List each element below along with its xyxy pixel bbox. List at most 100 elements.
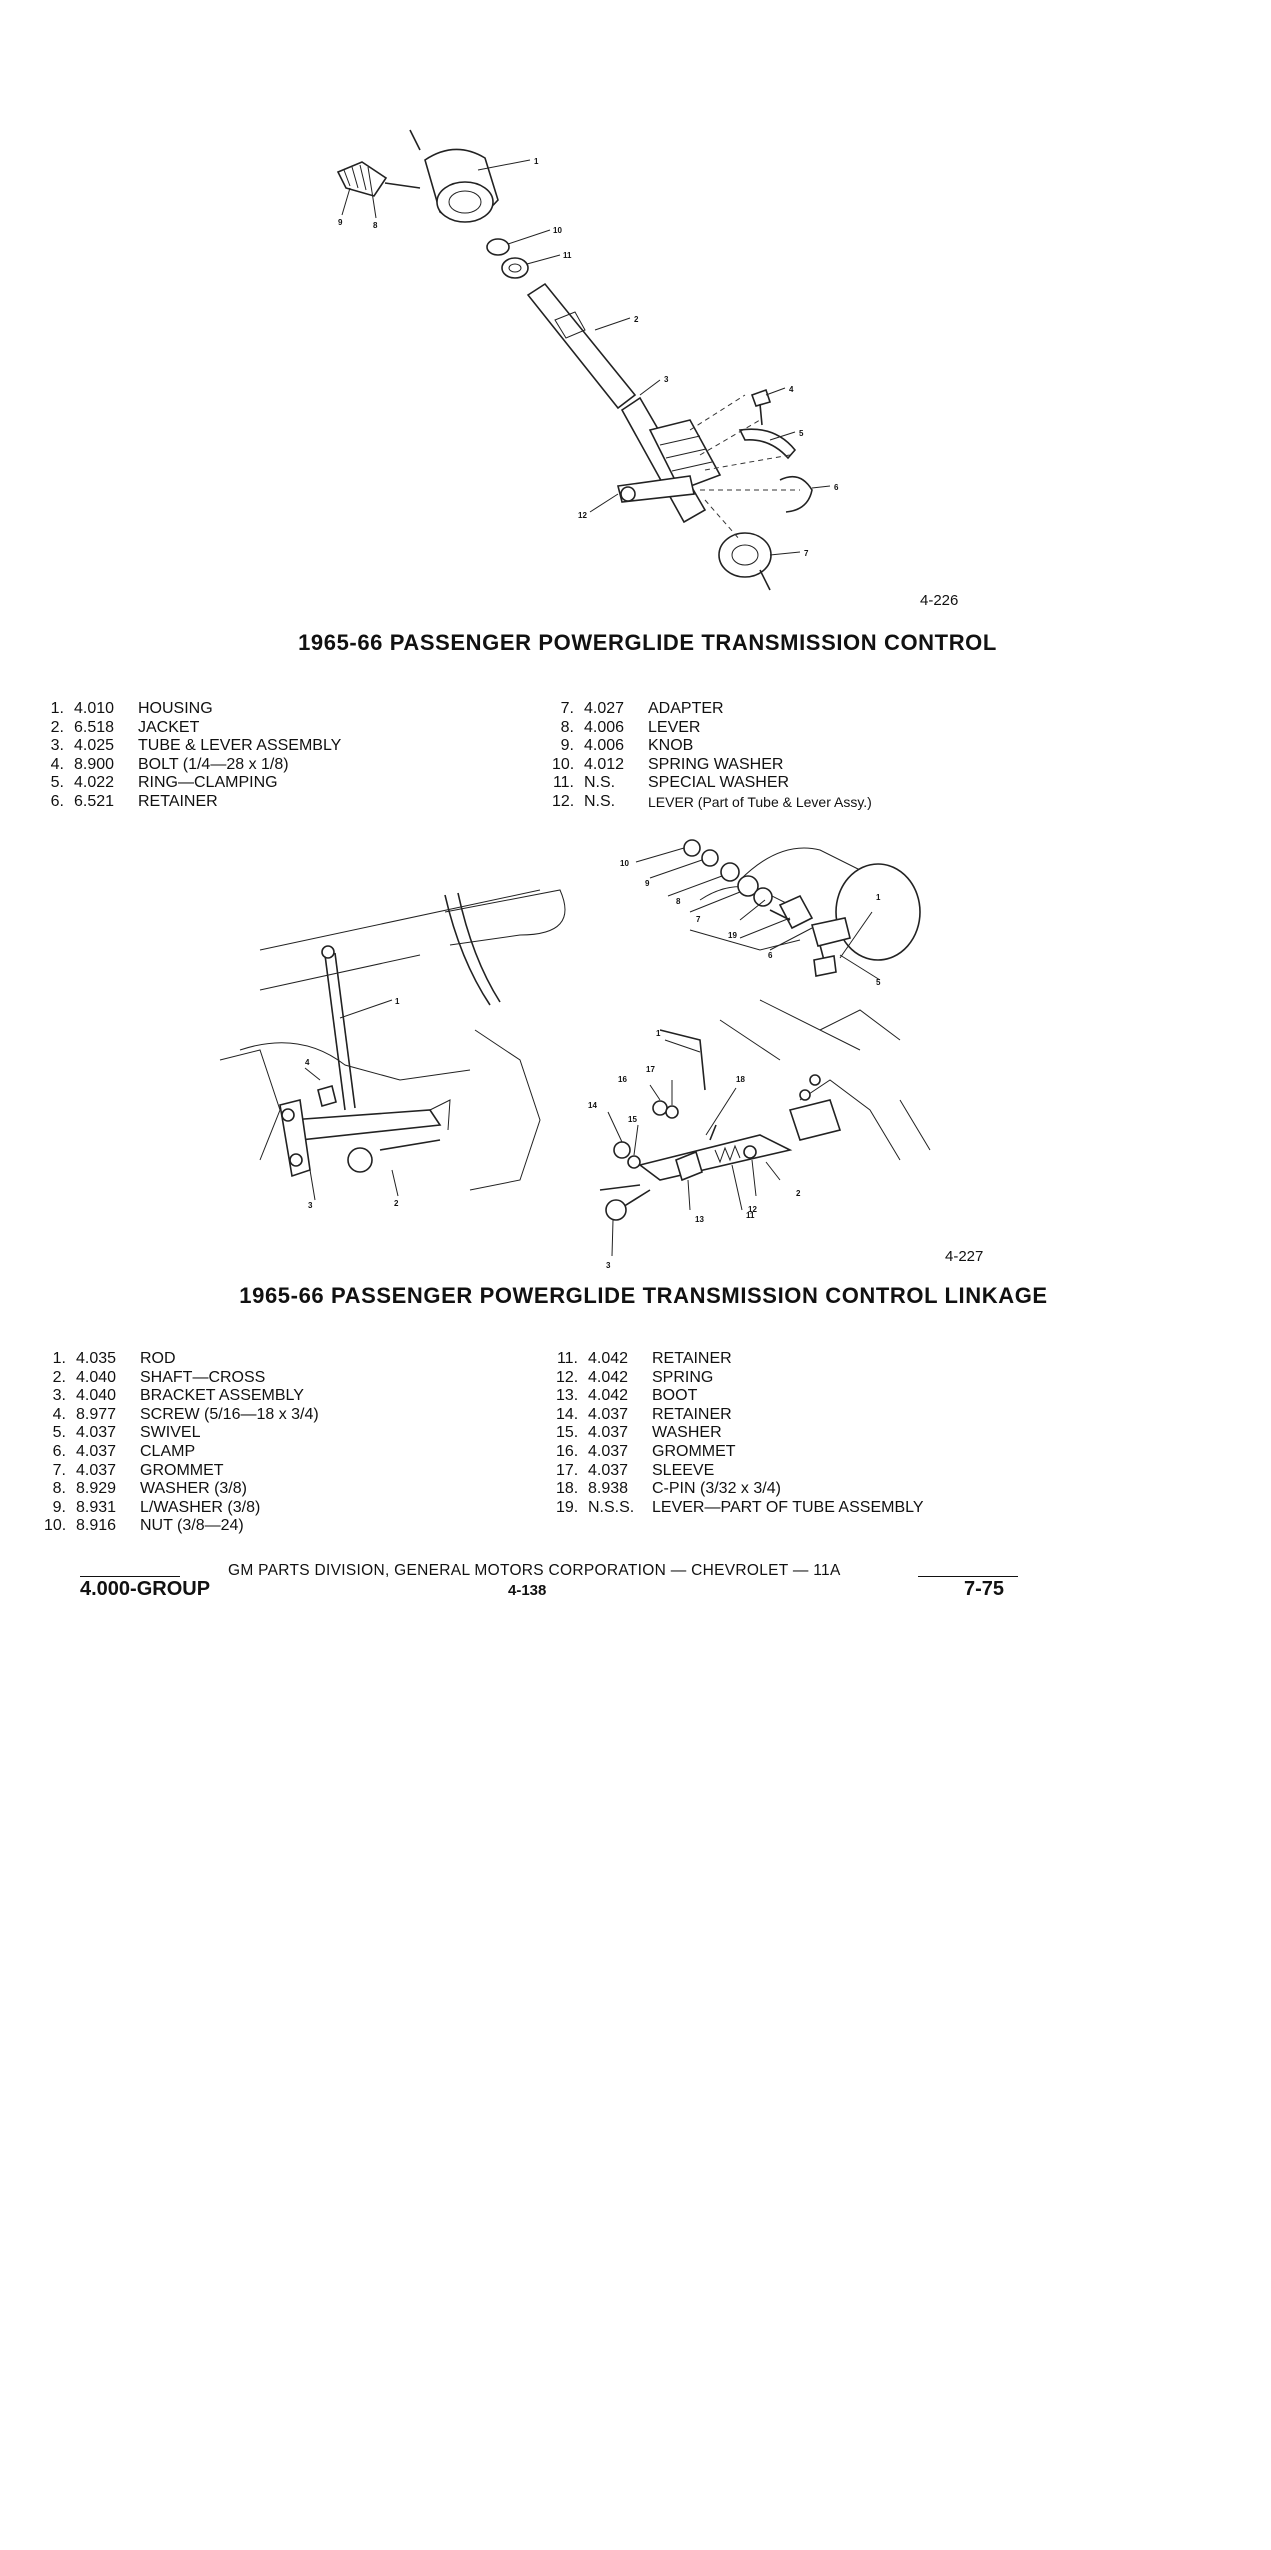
callout-13: 13 — [695, 1215, 704, 1224]
grommet-7 — [737, 875, 759, 897]
callout-11: 11 — [746, 1211, 755, 1220]
screw-4 — [317, 1085, 337, 1107]
clamp-6 — [778, 894, 814, 930]
callout-9: 9 — [338, 218, 343, 227]
callout-16: 16 — [618, 1075, 627, 1084]
callout-3-left: 3 — [308, 1201, 313, 1210]
retainer-6 — [779, 475, 813, 513]
callout-1-right: 1 — [656, 1029, 661, 1038]
jacket-2 — [526, 282, 637, 410]
callout-3-right: 3 — [606, 1261, 611, 1270]
retainer-14 — [613, 1141, 631, 1159]
callout-5: 5 — [799, 429, 804, 438]
figure-id-4-227: 4-227 — [945, 1248, 984, 1265]
sleeve-17 — [665, 1105, 679, 1119]
rod-1b — [659, 1029, 706, 1091]
nut-10 — [683, 839, 701, 857]
footer-page-number: 4-138 — [508, 1582, 547, 1599]
part-row: 19.N.S.S.LEVER—PART OF TUBE ASSEMBLY — [556, 1498, 924, 1516]
special-washer-11 — [501, 257, 529, 279]
callout-4-left: 4 — [305, 1058, 310, 1067]
figure-4-227-diagram: 1 2 3 4 5 6 7 8 9 10 11 12 13 14 15 16 1… — [219, 839, 931, 1270]
shaft-cross-2 — [288, 1109, 442, 1173]
housing-1 — [409, 129, 499, 223]
part-row: 11.N.S.SPECIAL WASHER — [552, 774, 790, 792]
spring-12 — [714, 1144, 741, 1164]
callout-6: 6 — [834, 483, 839, 492]
callout-12: 12 — [748, 1205, 757, 1214]
footer-rule-left — [80, 1576, 180, 1577]
callout-9: 9 — [645, 879, 650, 888]
callout-18: 18 — [736, 1075, 745, 1084]
callout-1-column: 1 — [876, 893, 881, 902]
footer-rule-right — [918, 1576, 1018, 1577]
figure-4-226-diagram: 1 2 3 4 5 6 7 8 9 10 11 12 — [336, 129, 839, 591]
callout-4: 4 — [789, 385, 794, 394]
figure-id-4-226: 4-226 — [920, 592, 959, 609]
part-row: 12.N.S.LEVER (Part of Tube & Lever Assy.… — [552, 792, 872, 810]
callout-2-left: 2 — [394, 1199, 399, 1208]
footer-group: 4.000-GROUP — [80, 1578, 211, 1600]
callout-6: 6 — [768, 951, 773, 960]
callout-3: 3 — [664, 375, 669, 384]
callout-15: 15 — [628, 1115, 637, 1124]
column-detail — [689, 847, 921, 961]
callout-7: 7 — [804, 549, 809, 558]
figure-title-linkage: 1965-66 PASSENGER POWERGLIDE TRANSMISSIO… — [239, 1283, 1048, 1308]
spring-washer-10 — [486, 238, 510, 256]
washer-15 — [627, 1155, 641, 1169]
callout-1-upper: 1 — [395, 997, 400, 1006]
shaft-assembly-right — [638, 1074, 842, 1181]
boot-13 — [675, 1150, 703, 1182]
callout-2: 2 — [634, 315, 639, 324]
callout-7: 7 — [696, 915, 701, 924]
tube-lever-assembly-3 — [620, 396, 722, 524]
callout-19: 19 — [728, 931, 737, 940]
swivel-5 — [810, 917, 851, 977]
bolt-4 — [750, 388, 772, 426]
callout-10: 10 — [553, 226, 562, 235]
rod-1 — [321, 945, 356, 1111]
l-washer-9 — [701, 849, 719, 867]
lever-12 — [617, 475, 695, 503]
ring-clamping-5 — [738, 428, 797, 460]
lever-19 — [769, 909, 791, 921]
callout-1: 1 — [534, 157, 539, 166]
callout-11: 11 — [563, 251, 572, 260]
callout-8: 8 — [676, 897, 681, 906]
callout-2-right: 2 — [796, 1189, 801, 1198]
bracket-assembly-3 — [279, 1099, 311, 1178]
c-pin-18 — [709, 1124, 717, 1141]
figure-title-control: 1965-66 PASSENGER POWERGLIDE TRANSMISSIO… — [298, 630, 997, 655]
callout-10: 10 — [620, 859, 629, 868]
washer-8 — [720, 862, 740, 882]
